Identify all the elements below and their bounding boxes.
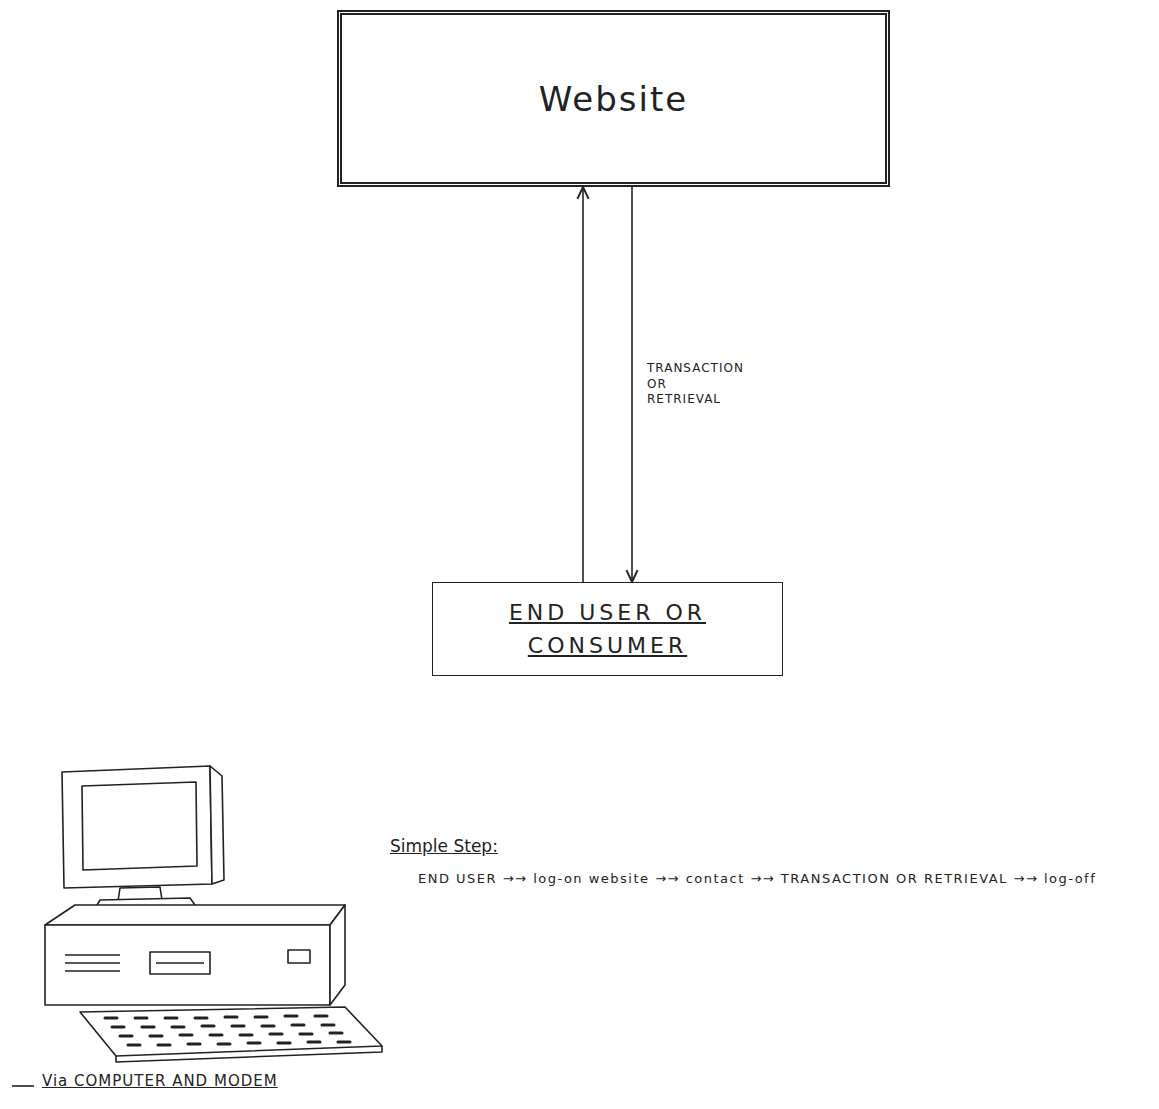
box-text: Website [539,79,689,119]
flow-arrow [582,187,584,582]
step-heading: Simple Step: [390,836,498,856]
case-top [45,905,345,925]
monitor-front [62,766,212,888]
computer-drawing [12,766,382,1086]
monitor-screen [82,782,197,870]
case-side [330,905,345,1005]
caption-dash [12,1085,34,1087]
drive-slots [65,955,120,971]
keyboard-edge [116,1046,382,1062]
consumer-box: END USER OR CONSUMER [432,582,783,676]
arrow-label: TRANSACTION OR RETRIEVAL [644,359,747,410]
step-note: END USER →→ log-on website →→ contact →→… [418,868,1108,890]
box-text: END USER OR CONSUMER [447,596,768,662]
device-caption: Via COMPUTER AND MODEM [42,1072,278,1090]
monitor-side [210,766,224,884]
keyboard-keys [105,1016,350,1045]
case-button [288,950,310,963]
website-box: Website [337,10,890,187]
keyboard-top [80,1007,382,1056]
flow-arrow [631,187,633,582]
drive-bay [150,952,210,974]
case-front [45,925,330,1005]
